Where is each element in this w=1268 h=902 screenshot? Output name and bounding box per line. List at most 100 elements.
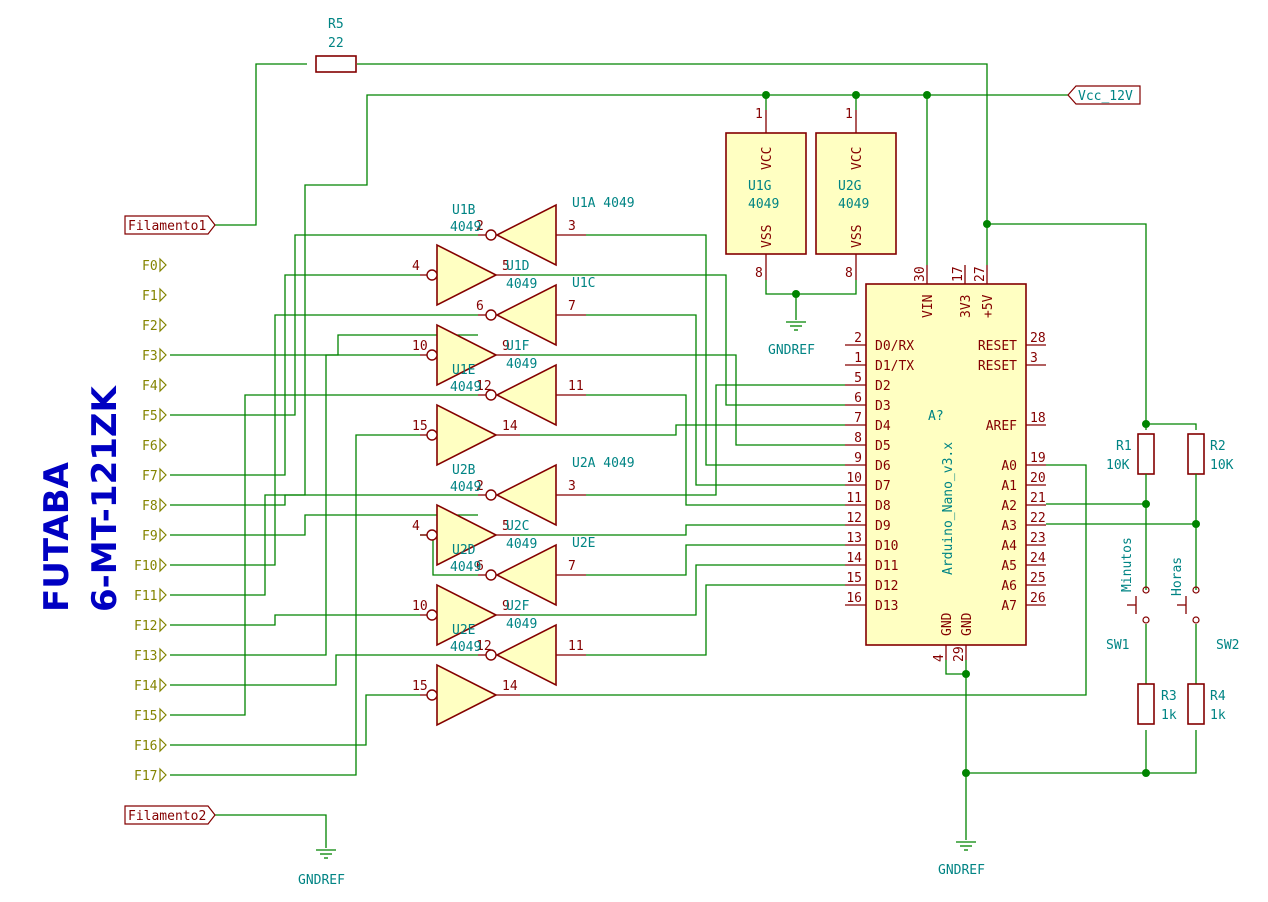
pin-number: 15 <box>846 571 862 586</box>
r1-ref: R1 <box>1116 439 1132 454</box>
arduino-pin-d4: 7D4 <box>845 411 891 434</box>
gate-part: 4049 <box>506 537 537 552</box>
pin-number: 18 <box>1030 411 1046 426</box>
gate-extra: U2E <box>572 536 595 551</box>
filament1-label: Filamento1 <box>124 215 216 235</box>
gate-out-pin: 5 <box>502 519 510 534</box>
r2-value: 10K <box>1210 458 1234 473</box>
u1g-power-unit: 1 8 VCC VSS U1G 4049 <box>725 107 807 281</box>
gate-in-pin: 15 <box>412 419 428 434</box>
gate-out-pin: 14 <box>502 679 518 694</box>
pin-name: A4 <box>1001 539 1017 554</box>
pin-name: D5 <box>875 439 891 454</box>
resistor-r1: R1 10K <box>1106 433 1155 590</box>
pin-name: GND <box>940 612 955 636</box>
f-pin-f5: F5 <box>142 407 167 424</box>
pin-number: 3 <box>1030 351 1038 366</box>
r4-value: 1k <box>1210 708 1226 723</box>
f-pin-labels: F0F1F2F3F4F5F6F7F8F9F10F11F12F13F14F15F1… <box>134 257 167 784</box>
arduino-pin-d2: 5D2 <box>845 371 891 394</box>
gate-out-pin: 11 <box>568 379 584 394</box>
pin-number: 13 <box>846 531 862 546</box>
pin-number: 11 <box>846 491 862 506</box>
gate-ref: U1E <box>452 363 475 378</box>
power-wires <box>170 63 1197 848</box>
pin-name: RESET <box>978 359 1017 374</box>
f-pin-f8: F8 <box>142 497 167 514</box>
pin-number: 8 <box>854 431 862 446</box>
title-line2: 6-MT-121ZK <box>85 384 125 612</box>
gate-extra: U1A 4049 <box>572 196 635 211</box>
f-pin-label: F12 <box>134 619 157 634</box>
pin-name: RESET <box>978 339 1017 354</box>
gate-part: 4049 <box>450 220 481 235</box>
pin-name: VIN <box>921 295 936 318</box>
gate-part: 4049 <box>450 480 481 495</box>
pin-number: 20 <box>1030 471 1046 486</box>
u1g-vss: VSS <box>760 225 775 248</box>
pin-name: A7 <box>1001 599 1017 614</box>
pin-number: 10 <box>846 471 862 486</box>
pin-name: D6 <box>875 459 891 474</box>
u2g-vss: VSS <box>850 225 865 248</box>
pin-number: 7 <box>854 411 862 426</box>
f-pin-f16: F16 <box>134 737 167 754</box>
arduino-pin-d5: 8D5 <box>845 431 891 454</box>
sw2-ref: SW2 <box>1216 638 1239 653</box>
f-pin-f12: F12 <box>134 617 167 634</box>
pin-name: AREF <box>986 419 1017 434</box>
r5-value: 22 <box>328 36 344 51</box>
gate-in-pin: 4 <box>412 259 420 274</box>
gate-part: 4049 <box>506 357 537 372</box>
pin-name: D12 <box>875 579 898 594</box>
r2-ref: R2 <box>1210 439 1226 454</box>
arduino-pin-d3: 6D3 <box>845 391 891 414</box>
gate-in-pin: 15 <box>412 679 428 694</box>
sw2-name: Horas <box>1170 557 1185 596</box>
pin-number: 21 <box>1030 491 1046 506</box>
gate-in-pin: 10 <box>412 339 428 354</box>
pin-number: 17 <box>951 266 966 282</box>
f-pin-label: F16 <box>134 739 157 754</box>
pin-name: A0 <box>1001 459 1017 474</box>
gate-ref: U2E <box>452 623 475 638</box>
u1g-pin-top: 1 <box>755 107 763 122</box>
pin-number: 22 <box>1030 511 1046 526</box>
f-pin-label: F8 <box>142 499 158 514</box>
u1g-ref: U1G <box>748 179 772 194</box>
pin-name: D4 <box>875 419 891 434</box>
pin-name: A1 <box>1001 479 1017 494</box>
gnd-label-1: GNDREF <box>768 343 815 358</box>
gate-ref: U1F <box>506 339 530 354</box>
gate-out-pin: 7 <box>568 299 576 314</box>
pin-name: D7 <box>875 479 891 494</box>
f-pin-label: F11 <box>134 589 157 604</box>
f-pin-f10: F10 <box>134 557 167 574</box>
u2g-part: 4049 <box>838 197 869 212</box>
pin-number: 23 <box>1030 531 1046 546</box>
arduino-pin-d0-rx: 2D0/RX <box>845 331 914 354</box>
gate-in-pin: 4 <box>412 519 420 534</box>
pin-number: 9 <box>854 451 862 466</box>
gate-in-pin: 10 <box>412 599 428 614</box>
u2g-pin-top: 1 <box>845 107 853 122</box>
u1g-vcc: VCC <box>760 147 775 170</box>
gate-out-pin: 3 <box>568 479 576 494</box>
pin-number: 16 <box>846 591 862 606</box>
arduino-right-wiring <box>1046 503 1196 525</box>
f-pin-label: F5 <box>142 409 158 424</box>
gate-part: 4049 <box>506 277 537 292</box>
